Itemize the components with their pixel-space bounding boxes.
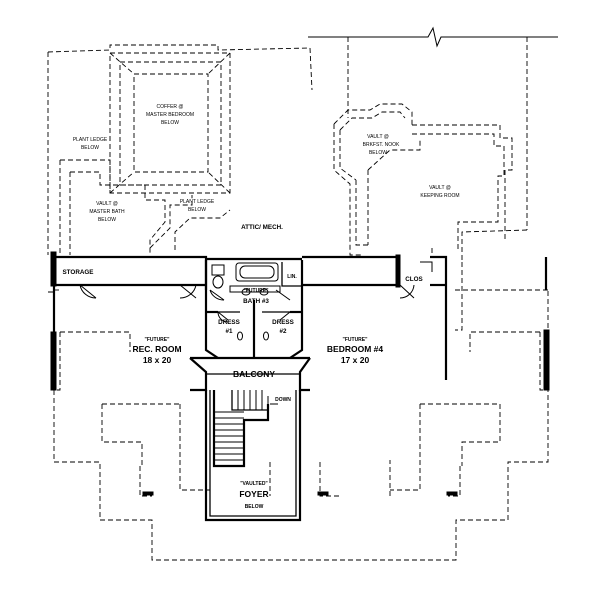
main-walls [52,255,548,522]
coffer-label-1: COFFER @ [156,104,183,110]
stairs [212,390,278,468]
room-labels: COFFER @ MASTER BEDROOM BELOW PLANT LEDG… [62,104,459,510]
dashed-room-outlines [54,289,546,497]
rec-room-label-2: REC. ROOM [132,344,181,354]
vault-brkfst-label-1: VAULT @ [367,134,389,140]
dress1-label-2: #1 [225,328,233,335]
plant-ledge-1-label-1: PLANT LEDGE [73,137,108,143]
vault-keeping-label-1: VAULT @ [429,185,451,191]
vault-brkfst-label-2: BRKFST. NOOK [363,142,400,148]
keeping-room-vault-outline [367,124,513,250]
vault-master-bath-label-2: MASTER BATH [89,209,125,215]
bedroom4-label-1: "FUTURE" [342,337,368,343]
coffer-label-2: MASTER BEDROOM [146,112,194,118]
brkfst-nook-vault-outline [333,103,413,256]
bath3-label-1: "FUTURE" [243,288,269,294]
master-bath-vault-outline [59,159,231,255]
bedroom4-label-3: 17 x 20 [341,355,370,365]
foyer-label-3: BELOW [245,504,264,510]
bedroom4-label-2: BEDROOM #4 [327,344,383,354]
roof-outline [47,37,549,561]
plant-ledge-1-label-2: BELOW [81,145,99,151]
coffer-outline [109,52,231,194]
clos-label: CLOS [405,276,423,283]
foyer-label-2: FOYER [239,489,268,499]
foyer-label-1: "VAULTED" [240,481,268,487]
roof-break-line [308,26,558,48]
bath-fixtures [211,262,281,341]
coffer-label-3: BELOW [161,120,179,126]
attic-label: ATTIC/ MECH. [241,224,283,231]
lin-label: LIN. [287,274,297,280]
storage-label: STORAGE [62,269,93,276]
down-label: DOWN [275,397,291,403]
balcony-label: BALCONY [233,369,275,379]
bath3-label-2: BATH #3 [243,298,269,305]
dress2-label-2: #2 [279,328,287,335]
vault-brkfst-label-3: BELOW [369,150,387,156]
plant-ledge-2-label-2: BELOW [188,207,206,213]
dress1-label-1: DRESS [218,319,240,326]
vault-master-bath-label-3: BELOW [98,217,116,223]
rec-room-label-3: 18 x 20 [143,355,172,365]
dress2-label-1: DRESS [272,319,294,326]
thick-wall-ends [50,251,550,496]
rec-room-label-1: "FUTURE" [144,337,170,343]
plant-ledge-2-label-1: PLANT LEDGE [180,199,215,205]
vault-keeping-label-2: KEEPING ROOM [420,193,459,199]
vault-master-bath-label-1: VAULT @ [96,201,118,207]
